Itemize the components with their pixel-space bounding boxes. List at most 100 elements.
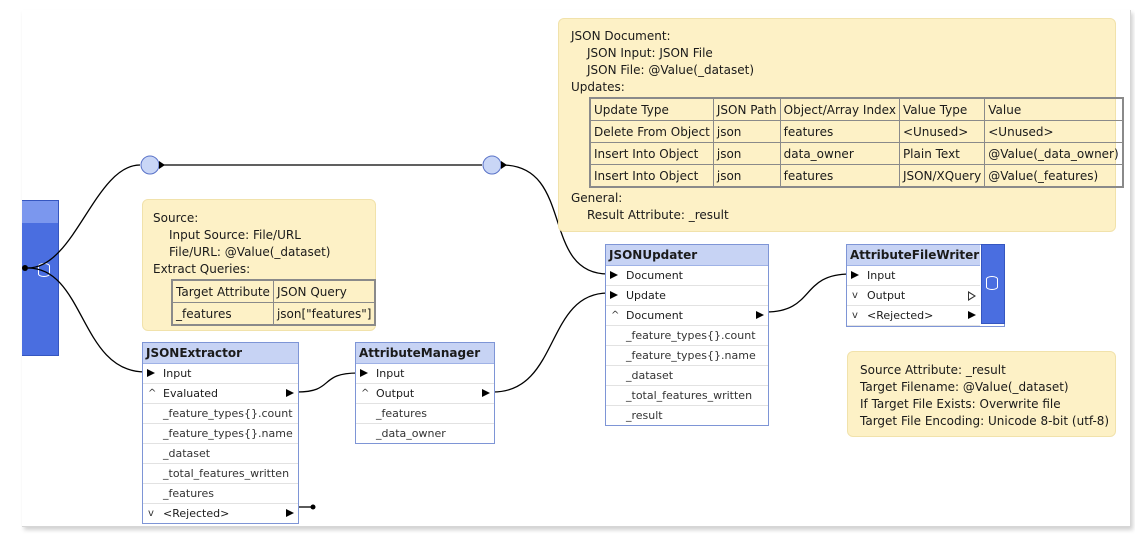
wire-updater-to-writer xyxy=(765,273,851,313)
node-title: AttributeManager xyxy=(356,343,494,364)
table-row: _features json["features"] xyxy=(171,302,376,326)
source-annotation[interactable]: Source: Input Source: File/URL File/URL:… xyxy=(142,199,377,331)
attribute-item: _dataset xyxy=(143,444,298,464)
attribute-manager-node[interactable]: AttributeManager Input ^Output _features… xyxy=(355,342,495,444)
table-header-row: Target Attribute JSON Query xyxy=(171,279,376,303)
input-port-update[interactable]: Update xyxy=(606,286,768,306)
port-label: Input xyxy=(376,367,405,380)
port-label: Document xyxy=(626,309,683,322)
table-row: Delete From Object json features <Unused… xyxy=(589,120,1124,143)
wire-dot-extractor-rejected xyxy=(310,504,316,510)
attribute-item: _dataset xyxy=(606,366,768,386)
table-header-cell: JSON Path xyxy=(712,97,781,121)
table-cell: json["features"] xyxy=(272,302,376,326)
attribute-item: _total_features_written xyxy=(606,386,768,406)
attribute-file-writer-node[interactable]: AttributeFileWriter Input v Output v<Reje… xyxy=(846,244,1005,327)
caret-up-icon: ^ xyxy=(611,310,620,321)
caret-down-icon: v xyxy=(852,310,858,321)
table-cell: Insert Into Object xyxy=(589,164,714,188)
input-arrow-icon xyxy=(360,369,368,377)
input-arrow-icon xyxy=(851,271,859,279)
output-arrow-icon xyxy=(968,311,976,319)
output-port-rejected[interactable]: v<Rejected> xyxy=(847,306,980,326)
attribute-item: _features xyxy=(356,404,494,424)
input-port-document[interactable]: Document xyxy=(606,266,768,286)
writer-annotation[interactable]: Source Attribute: _result Target Filenam… xyxy=(847,351,1116,437)
output-port-rejected[interactable]: v <Rejected> xyxy=(143,504,298,523)
input-port[interactable]: Input xyxy=(143,364,298,384)
table-cell: <Unused> xyxy=(898,120,986,143)
input-arrow-icon xyxy=(147,369,155,377)
table-cell: json xyxy=(712,120,781,143)
table-cell: JSON/XQuery xyxy=(898,164,986,188)
caret-down-icon: v xyxy=(852,290,858,301)
attribute-item: _total_features_written xyxy=(143,464,298,484)
note-line: Target Filename: @Value(_dataset) xyxy=(860,380,1069,394)
node-title: JSONExtractor xyxy=(143,343,298,364)
input-arrow-icon xyxy=(610,271,618,279)
json-extractor-node[interactable]: JSONExtractor Input ^ Evaluated _feature_… xyxy=(142,342,299,524)
note-line: Source Attribute: _result xyxy=(860,363,1006,377)
attribute-item: _features xyxy=(143,484,298,504)
output-port-evaluated[interactable]: ^ Evaluated xyxy=(143,384,298,404)
junction-dot-2 xyxy=(482,155,502,175)
table-row: Insert Into Object json features JSON/XQ… xyxy=(589,164,1124,188)
output-port[interactable]: v Output xyxy=(847,286,980,306)
caret-up-icon: ^ xyxy=(361,388,370,399)
table-cell: features xyxy=(779,120,900,143)
port-label: Input xyxy=(867,269,896,282)
table-cell: features xyxy=(779,164,900,188)
wire-reader-to-junction1 xyxy=(27,164,141,269)
table-cell: Delete From Object xyxy=(589,120,714,143)
table-cell: @Value(_data_owner) xyxy=(984,142,1124,165)
port-label: Evaluated xyxy=(163,387,219,400)
note-line: Extract Queries: xyxy=(153,262,251,276)
port-label: Document xyxy=(626,269,683,282)
table-cell: json xyxy=(712,164,781,188)
attribute-item: _result xyxy=(626,409,663,422)
input-port[interactable]: Input xyxy=(356,364,494,384)
caret-down-icon: v xyxy=(148,508,154,519)
note-line: JSON File: @Value(_dataset) xyxy=(587,63,755,77)
table-header-cell: Value Type xyxy=(898,97,986,121)
extract-queries-table: Target Attribute JSON Query _features js… xyxy=(171,279,377,326)
json-updater-node[interactable]: JSONUpdater Document Update ^Document _f… xyxy=(605,244,769,426)
note-line: General: xyxy=(571,191,623,205)
table-cell: _features xyxy=(171,302,274,326)
input-port[interactable]: Input xyxy=(847,266,980,286)
json-document-annotation[interactable]: JSON Document: JSON Input: JSON File JSO… xyxy=(558,18,1124,232)
note-line: Updates: xyxy=(571,80,625,94)
output-arrow-icon xyxy=(286,389,294,397)
source-reader-stub[interactable] xyxy=(22,200,59,356)
table-cell: @Value(_features) xyxy=(984,164,1124,188)
output-port[interactable]: ^Output xyxy=(356,384,494,404)
table-row: Insert Into Object json data_owner Plain… xyxy=(589,142,1124,165)
port-label: Output xyxy=(867,289,906,302)
table-header-cell: Update Type xyxy=(589,97,714,121)
note-line: Input Source: File/URL xyxy=(169,228,301,242)
table-header-row: Update Type JSON Path Object/Array Index… xyxy=(589,97,1124,121)
table-header-cell: Value xyxy=(984,97,1124,121)
table-header-cell: Target Attribute xyxy=(171,279,274,303)
node-title: AttributeFileWriter xyxy=(847,245,980,266)
port-label: <Rejected> xyxy=(163,507,230,520)
writer-sidebar xyxy=(981,244,1005,324)
wire-extractor-to-manager xyxy=(296,372,359,393)
note-line: JSON Input: JSON File xyxy=(587,46,713,60)
caret-up-icon: ^ xyxy=(148,388,157,399)
port-label: Input xyxy=(163,367,192,380)
output-port-document[interactable]: ^ Document xyxy=(606,306,768,326)
note-line: Source: xyxy=(153,211,199,225)
junction-dot-1 xyxy=(140,155,160,175)
port-label: Update xyxy=(626,289,666,302)
table-cell: json xyxy=(712,142,781,165)
junction-2-arrow xyxy=(501,161,507,169)
note-line: JSON Document: xyxy=(571,29,671,43)
attribute-item: _feature_types{}.name xyxy=(143,424,298,444)
output-arrow-icon xyxy=(482,389,490,397)
input-arrow-icon xyxy=(610,291,618,299)
note-line: If Target File Exists: Overwrite file xyxy=(860,397,1061,411)
note-line: File/URL: @Value(_dataset) xyxy=(169,245,331,259)
